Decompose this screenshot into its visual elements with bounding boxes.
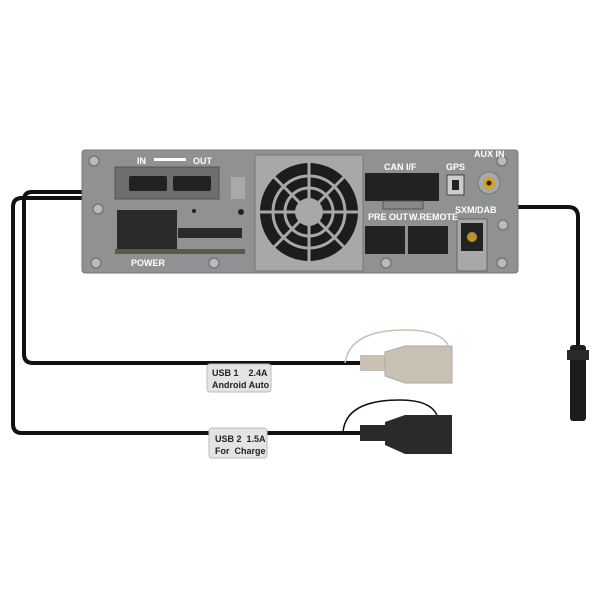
hdmi-in-port — [129, 176, 167, 191]
pre-out-port — [365, 226, 405, 254]
cables — [11, 190, 580, 435]
usb1-tag: USB 1 2.4A Android Auto — [206, 363, 272, 393]
usb2-tag-line1: USB 2 1.5A — [215, 434, 266, 444]
can-if-port — [365, 173, 439, 201]
antenna-connector — [567, 345, 589, 421]
hdmi-in-label: IN — [137, 156, 146, 166]
usb2-cable — [11, 196, 370, 435]
usb1-tag-line1: USB 1 2.4A — [212, 368, 268, 378]
usb1-cable — [22, 190, 370, 365]
cooling-fan — [254, 154, 364, 272]
w-remote-port — [408, 226, 448, 254]
usb2-tag: USB 2 1.5A For Charge — [208, 427, 268, 459]
gps-label: GPS — [446, 162, 465, 172]
power-label: POWER — [131, 258, 166, 268]
pre-out-label: PRE OUT — [368, 212, 409, 222]
hdmi-out-label: OUT — [193, 156, 213, 166]
usb2-connector — [342, 399, 452, 454]
hdmi-out-port — [173, 176, 211, 191]
usb2-tag-line2: For Charge — [215, 446, 266, 456]
rear-panel: IN OUT POWER CAN I/F GPS — [81, 149, 519, 274]
sxm-dab-label: SXM/DAB — [455, 205, 497, 215]
aux-in-label: AUX IN — [474, 149, 505, 159]
antenna-cable — [508, 205, 580, 345]
usb1-connector — [344, 329, 453, 384]
can-if-label: CAN I/F — [384, 162, 417, 172]
w-remote-label: W.REMOTE — [409, 212, 458, 222]
power-connector — [117, 210, 177, 252]
usb1-tag-line2: Android Auto — [212, 380, 270, 390]
